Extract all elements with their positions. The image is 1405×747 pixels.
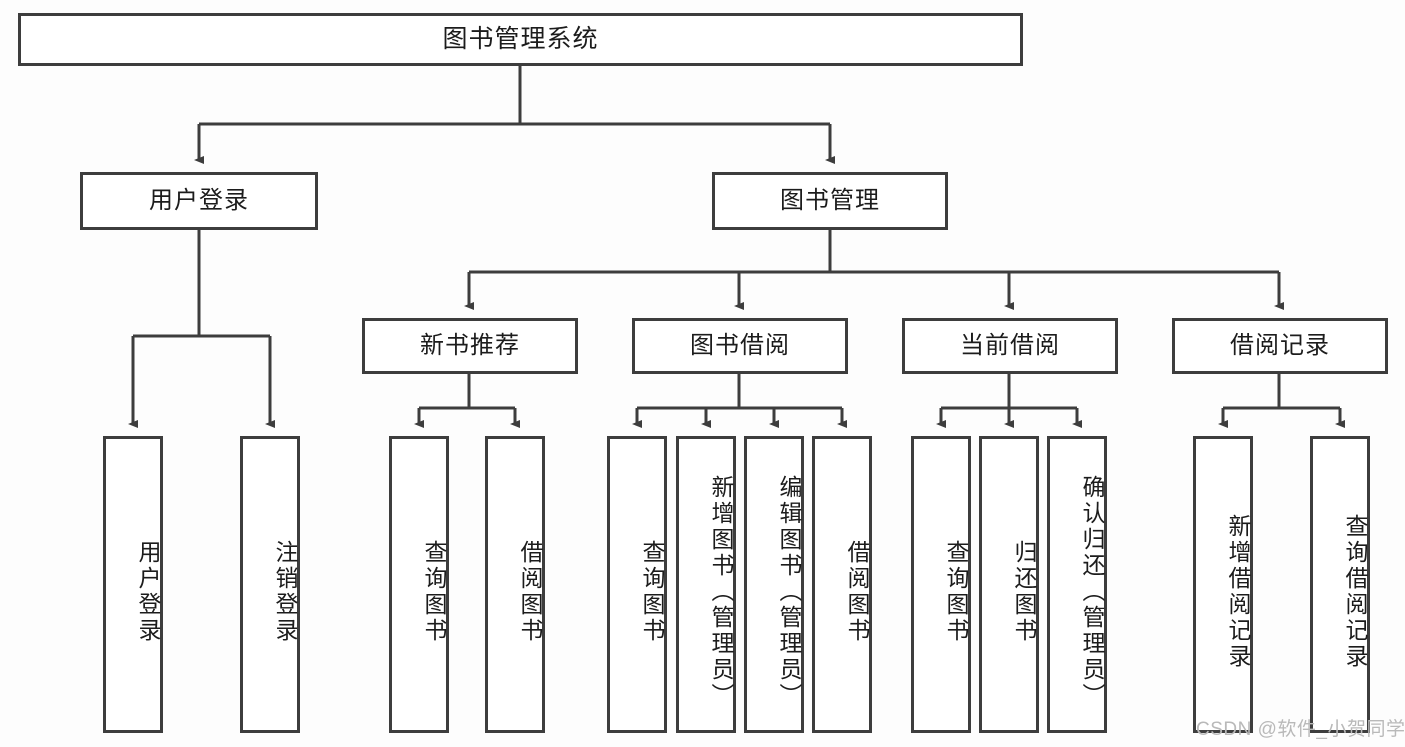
node-current-borrow[interactable]: 当前借阅	[902, 318, 1118, 374]
node-borrow-record[interactable]: 借阅记录	[1172, 318, 1388, 374]
node-user-login[interactable]: 用户登录	[80, 172, 318, 230]
leaf-return-book[interactable]: 归还图书	[979, 436, 1039, 733]
node-label: 借阅图书	[517, 539, 543, 644]
node-label: 编辑图书（管理员）	[776, 474, 802, 709]
leaf-edit-book-admin[interactable]: 编辑图书（管理员）	[744, 436, 804, 733]
node-label: 图书借阅	[690, 331, 790, 359]
node-label: 借阅记录	[1230, 331, 1330, 359]
leaf-add-borrow-record[interactable]: 新增借阅记录	[1193, 436, 1253, 733]
node-book-borrow[interactable]: 图书借阅	[632, 318, 848, 374]
leaf-query-borrow-record[interactable]: 查询借阅记录	[1310, 436, 1370, 733]
leaf-user-login[interactable]: 用户登录	[103, 436, 163, 733]
leaf-borrow-book[interactable]: 借阅图书	[812, 436, 872, 733]
leaf-borrow-book-recommend[interactable]: 借阅图书	[485, 436, 545, 733]
node-label: 查询图书	[639, 539, 665, 644]
node-label: 新增图书（管理员）	[708, 474, 734, 709]
node-label: 查询借阅记录	[1342, 513, 1368, 670]
node-label: 用户登录	[135, 539, 161, 644]
node-label: 新增借阅记录	[1225, 513, 1251, 670]
node-label: 注销登录	[272, 539, 298, 644]
node-label: 确认归还（管理员）	[1079, 474, 1105, 709]
leaf-confirm-return-admin[interactable]: 确认归还（管理员）	[1047, 436, 1107, 733]
node-label: 借阅图书	[844, 539, 870, 644]
node-label: 用户登录	[149, 186, 249, 214]
leaf-query-book-current[interactable]: 查询图书	[911, 436, 971, 733]
watermark-text: CSDN @软件_小贺同学	[1196, 719, 1405, 740]
node-new-book-recommend[interactable]: 新书推荐	[362, 318, 578, 374]
node-label: 新书推荐	[420, 331, 520, 359]
node-label: 归还图书	[1011, 539, 1037, 644]
csdn-watermark: CSDN @软件_小贺同学	[1196, 714, 1405, 741]
leaf-query-book-recommend[interactable]: 查询图书	[389, 436, 449, 733]
node-book-management[interactable]: 图书管理	[712, 172, 948, 230]
node-label: 图书管理	[780, 186, 880, 214]
leaf-query-book-borrow[interactable]: 查询图书	[607, 436, 667, 733]
node-label: 查询图书	[943, 539, 969, 644]
node-root-system[interactable]: 图书管理系统	[18, 13, 1023, 66]
node-label: 当前借阅	[960, 331, 1060, 359]
node-label: 查询图书	[421, 539, 447, 644]
leaf-add-book-admin[interactable]: 新增图书（管理员）	[676, 436, 736, 733]
leaf-user-logout[interactable]: 注销登录	[240, 436, 300, 733]
node-label: 图书管理系统	[442, 24, 599, 53]
